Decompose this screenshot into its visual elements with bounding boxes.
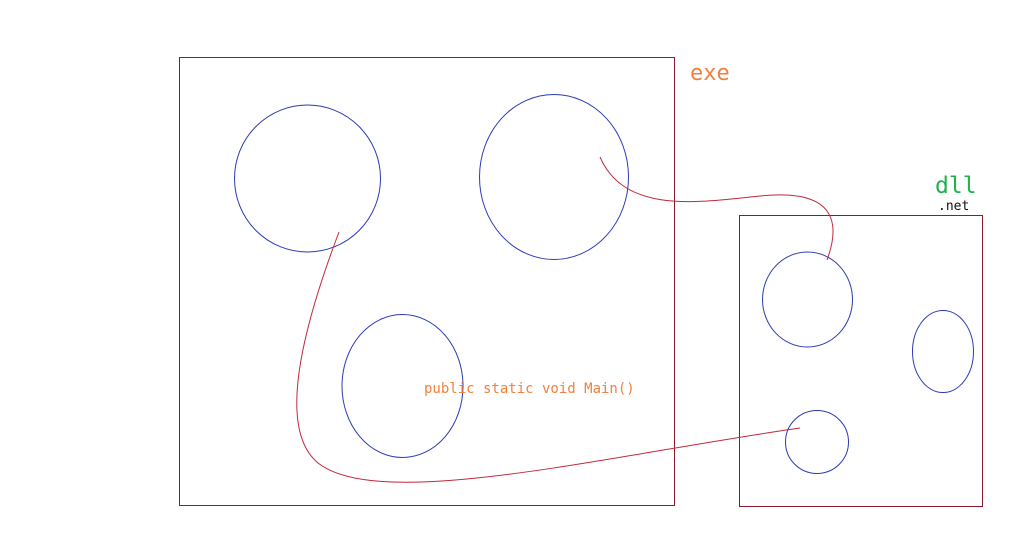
exe-box: [179, 57, 675, 506]
exe-circle-bottom: [341, 314, 464, 458]
dll-circle-right: [912, 310, 974, 393]
curve-main-to-dll-bottom: [296, 231, 801, 483]
dll-circle-top-left: [762, 251, 853, 348]
dll-box: [739, 215, 983, 507]
main-method-label: public static void Main(): [424, 381, 635, 397]
dll-label: dll: [935, 173, 977, 199]
exe-circle-top-right: [479, 94, 629, 260]
net-label: .net: [938, 199, 970, 214]
exe-label: exe: [690, 61, 730, 86]
dll-circle-bottom: [785, 410, 849, 474]
curve-exe-to-dll-top: [599, 156, 834, 261]
exe-circle-top-left: [234, 104, 381, 253]
